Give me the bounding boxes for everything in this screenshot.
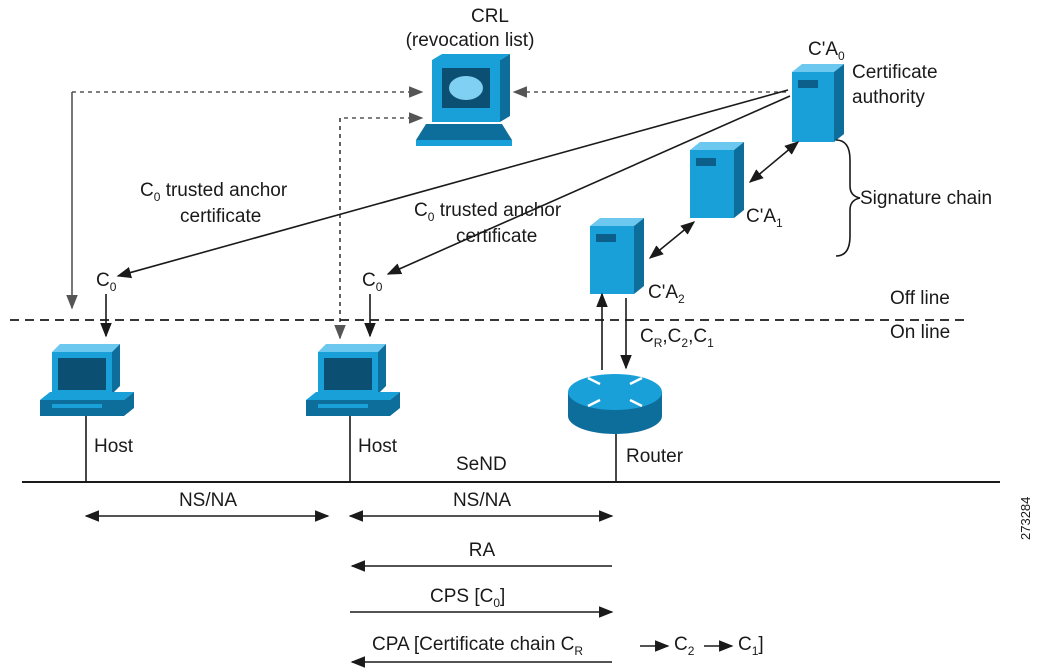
signature-chain-brace (835, 139, 861, 257)
crl-server-icon (416, 54, 512, 146)
nsna-mid-label: NS/NA (453, 490, 511, 511)
cpa-c1: C1] (738, 634, 764, 658)
ra-label: RA (469, 540, 496, 561)
offline-label: Off line (890, 288, 950, 309)
nsna-left-label: NS/NA (179, 490, 237, 511)
c0-left-label: C0 (96, 270, 117, 294)
signature-chain-label: Signature chain (860, 188, 992, 209)
c0-mid-label: C0 (362, 270, 383, 294)
router-icon (568, 374, 662, 434)
host2-crl-dashed-arrow (339, 112, 424, 338)
anchor-mid-line1: C0 trusted anchor (414, 200, 562, 224)
anchor-left-line1: C0 trusted anchor (140, 180, 288, 204)
ca2-label: C'A2 (648, 282, 685, 306)
anchor-arrow-left (116, 89, 789, 279)
host-left-computer-icon (40, 344, 134, 416)
online-label: On line (890, 322, 950, 343)
anchor-mid-line2: certificate (456, 226, 537, 247)
crl-title: CRL (471, 6, 509, 27)
ca1-label: C'A1 (746, 206, 783, 230)
ca-label-line2: authority (852, 87, 925, 108)
intermediate-ca1-server-icon (690, 142, 744, 218)
host-left-label: Host (94, 436, 134, 457)
cpa-c2: C2 (674, 634, 695, 658)
cps-label: CPS [C0] (430, 586, 505, 610)
certificate-authority-server-icon (792, 64, 844, 142)
ca-label-line1: Certificate (852, 62, 938, 83)
anchor-left-line2: certificate (180, 206, 261, 227)
host-mid-label: Host (358, 436, 398, 457)
router-chain-label: CR,C2,C1 (640, 326, 714, 350)
cpa-label: CPA [Certificate chain CR (372, 634, 583, 658)
ca0-label: C'A0 (808, 39, 845, 63)
send-label: SeND (456, 454, 507, 475)
host-mid-computer-icon (306, 344, 400, 416)
intermediate-ca2-server-icon (590, 218, 644, 294)
router-label: Router (626, 446, 684, 467)
crl-subtitle: (revocation list) (406, 30, 535, 51)
figure-id: 273284 (1018, 497, 1033, 540)
anchor-arrow-mid (386, 95, 791, 275)
